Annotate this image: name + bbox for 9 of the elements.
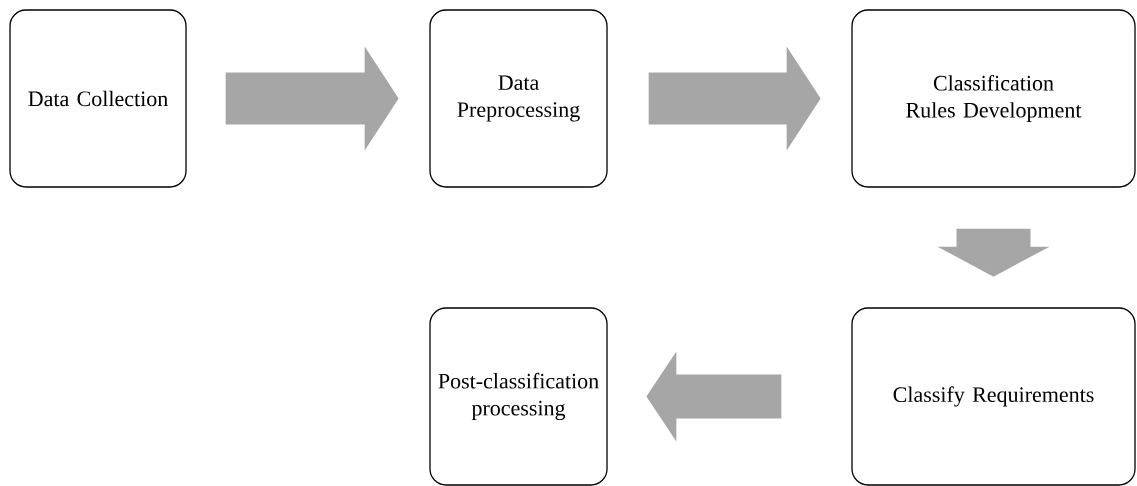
process-box: Post-classification processing xyxy=(429,307,608,486)
process-box: Data Preprocessing xyxy=(429,9,608,188)
block-arrow xyxy=(937,228,1050,277)
process-box: Data Collection xyxy=(9,9,187,188)
block-arrow xyxy=(646,351,782,442)
block-arrow xyxy=(648,46,821,151)
process-box: Classify Requirements xyxy=(851,307,1136,486)
process-box: Classification Rules Development xyxy=(851,9,1136,188)
block-arrow xyxy=(225,46,399,151)
